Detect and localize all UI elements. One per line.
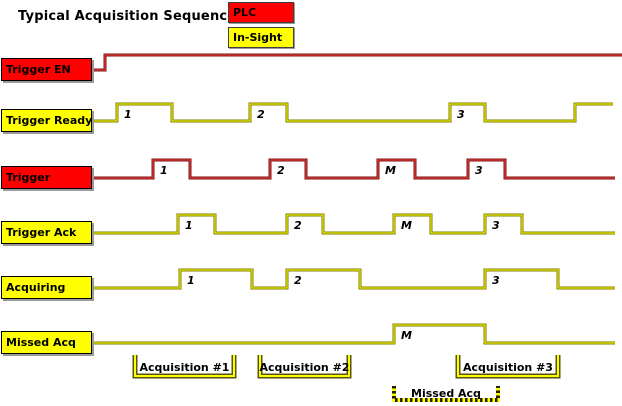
signal-wave-missed-acq: M	[92, 323, 615, 345]
pulse-mark-acquiring-2: 2	[294, 274, 302, 287]
pulse-mark-trigger-2: 2	[277, 164, 285, 177]
signal-label-missed-acq: Missed Acq	[1, 331, 92, 354]
signal-wave-trigger-en	[92, 53, 622, 72]
legend-item-plc: PLC	[228, 2, 294, 23]
pulse-mark-trigger-ready-1: 1	[124, 108, 132, 121]
annotation-label-acquisition-2: Acquisition #2	[260, 361, 350, 374]
annotation-missed-acq-dashed: Missed Acq	[392, 386, 500, 402]
pulse-mark-trigger-ack-1: 1	[185, 219, 193, 232]
pulse-mark-acquiring-1: 1	[187, 274, 195, 287]
pulse-mark-trigger-ack-m: M	[401, 219, 412, 232]
signal-wave-trigger-ack: 1 2 M 3	[92, 213, 615, 235]
pulse-mark-trigger-ready-3: 3	[457, 108, 465, 121]
signal-wave-trigger-ready: 1 2 3	[92, 102, 613, 123]
signal-label-trigger-ready: Trigger Ready	[1, 109, 92, 132]
pulse-mark-missed-acq-m: M	[401, 329, 412, 342]
signal-wave-trigger: 1 2 M 3	[92, 158, 615, 180]
signal-label-acquiring: Acquiring	[1, 276, 92, 299]
signal-wave-acquiring: 1 2 3	[92, 268, 615, 290]
annotation-label-acquisition-1: Acquisition #1	[140, 361, 230, 374]
pulse-mark-acquiring-3: 3	[492, 274, 500, 287]
annotation-acquisition-3: Acquisition #3	[455, 355, 561, 379]
signal-label-trigger: Trigger	[1, 166, 92, 189]
pulse-mark-trigger-ack-3: 3	[492, 219, 500, 232]
pulse-mark-trigger-ready-2: 2	[257, 108, 265, 121]
pulse-mark-trigger-m: M	[385, 164, 396, 177]
annotation-label-acquisition-3: Acquisition #3	[463, 361, 553, 374]
diagram-title: Typical Acquisition Sequence	[18, 9, 237, 24]
legend-item-in-sight: In-Sight	[228, 27, 294, 48]
annotation-acquisition-2: Acquisition #2	[257, 355, 352, 379]
signal-label-trigger-ack: Trigger Ack	[1, 221, 92, 244]
pulse-mark-trigger-3: 3	[475, 164, 483, 177]
annotation-label-missed-acq: Missed Acq	[411, 387, 481, 400]
pulse-mark-trigger-ack-2: 2	[294, 219, 302, 232]
signal-label-trigger-en: Trigger EN	[1, 58, 92, 81]
pulse-mark-trigger-1: 1	[160, 164, 168, 177]
annotation-acquisition-1: Acquisition #1	[132, 355, 237, 379]
